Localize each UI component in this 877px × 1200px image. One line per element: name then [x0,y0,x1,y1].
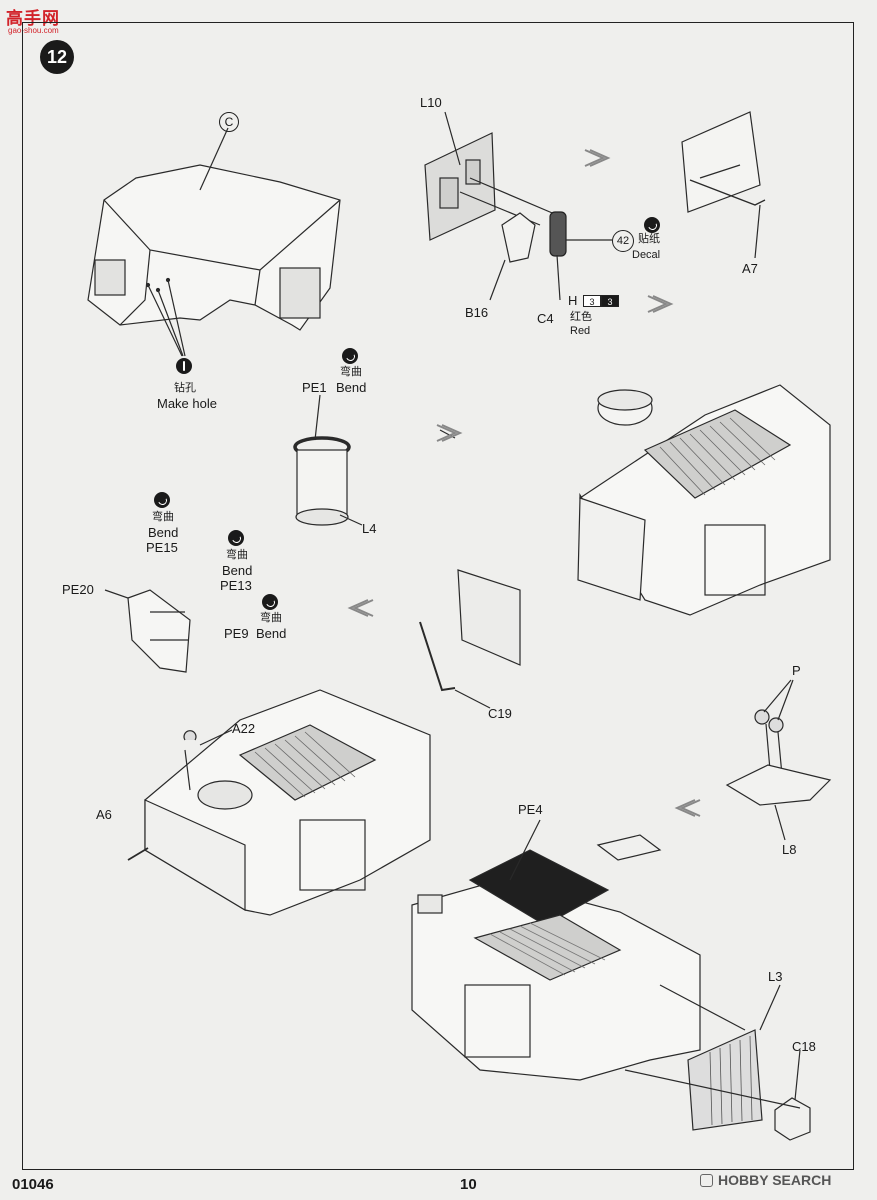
label-pe15-bend-en: Bend [148,525,179,540]
label-red-en: Red [570,325,591,337]
label-pe13: PE13 [220,578,252,593]
label-p: P [792,663,801,678]
drill-icon [176,358,192,374]
watermark-url: gao-shou.com [8,26,59,35]
label-pe1-bend-cn: 弯曲 [340,366,362,378]
hull-left-assembled [127,689,431,916]
bend-icon-pe13 [228,530,244,546]
hobby-search-watermark: HOBBY SEARCH [718,1172,832,1188]
label-drill-cn: 钻孔 [174,382,196,394]
label-red-cn: 红色 [570,311,592,323]
label-pe15: PE15 [146,540,178,555]
label-pe9-bend-en: Bend [256,626,287,641]
label-pe20: PE20 [62,582,94,597]
part-l10-assembly [424,111,612,301]
label-l8: L8 [782,842,797,857]
label-l10: L10 [420,95,442,110]
label-pe9: PE9 [224,626,249,641]
part-p-l8 [725,679,832,841]
label-drill-en: Make hole [157,396,217,411]
label-pe13-bend-cn: 弯曲 [226,549,248,561]
page-number: 10 [460,1176,477,1193]
label-pe1: PE1 [302,380,327,395]
label-pe1-bend-en: Bend [336,380,367,395]
bend-icon-pe1 [342,348,358,364]
sprue-letter-c: C [219,112,239,132]
label-decal-cn: 贴纸 [638,233,660,245]
instruction-frame [22,22,854,1170]
label-c18: C18 [792,1039,816,1054]
part-pe1-l4 [293,394,363,526]
label-pe4: PE4 [518,802,543,817]
bend-icon-pe15 [154,492,170,508]
part-c-shell [87,127,341,357]
main-hull-upper [419,384,831,709]
label-pe13-bend-en: Bend [222,563,253,578]
color-swatch-2: 3 [601,295,619,307]
label-l3: L3 [768,969,783,984]
decal-icon [644,217,660,233]
label-a6: A6 [96,807,112,822]
label-pe15-bend-cn: 弯曲 [152,511,174,523]
part-pe20-bracket [104,589,191,673]
part-a7-assembly [681,111,766,259]
step-number: 12 [40,40,74,74]
assembly-arrows [347,149,701,817]
label-a7: A7 [742,261,758,276]
label-c19: C19 [488,706,512,721]
decal-number: 42 [612,230,634,252]
label-color-h: H [568,293,578,308]
color-swatch-1: 3 [583,295,601,307]
hull-right-assembled [411,819,811,1141]
watermark-logo: 高手网 [6,9,60,28]
label-l4: L4 [362,521,377,536]
product-code: 01046 [12,1176,54,1193]
label-c4: C4 [537,311,554,326]
label-b16: B16 [465,305,489,320]
label-a22: A22 [232,721,256,736]
label-decal-en: Decal [632,249,661,261]
label-pe9-bend-cn: 弯曲 [260,612,282,624]
hobby-search-icon [700,1174,713,1187]
bend-icon-pe9 [262,594,278,610]
